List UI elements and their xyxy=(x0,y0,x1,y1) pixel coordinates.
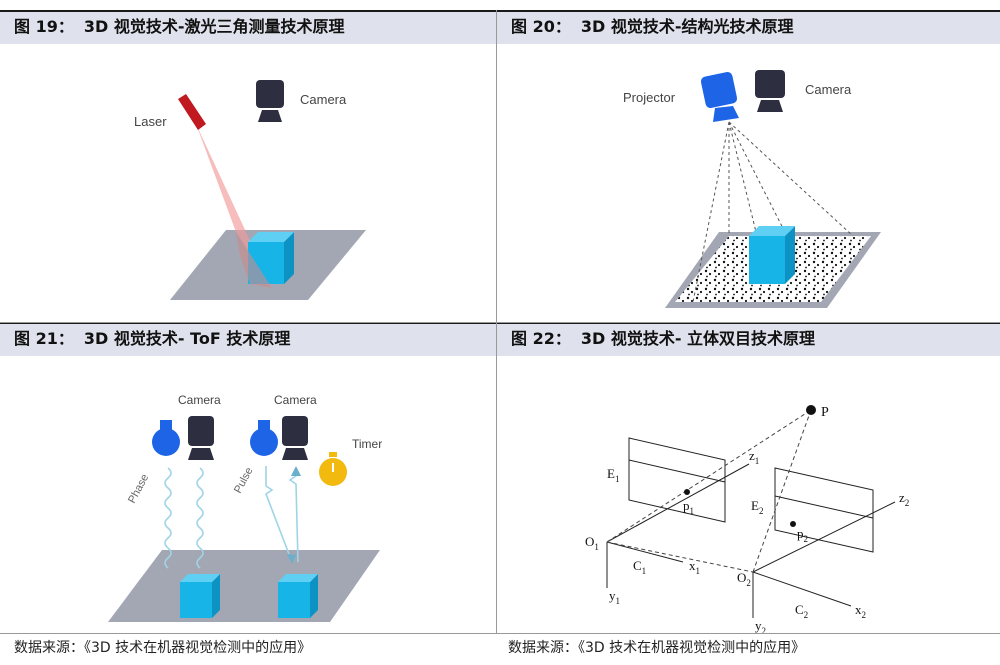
label-O2: O2 xyxy=(737,570,751,588)
camera-icon xyxy=(755,70,785,112)
pulse-bulb-icon xyxy=(250,420,278,456)
figure-20: 图 20： 3D 视觉技术-结构光技术原理 xyxy=(497,10,1000,322)
projection-rays xyxy=(606,409,812,573)
laser-triangulation-diagram: Laser Camera xyxy=(134,80,366,300)
cube-top xyxy=(749,226,795,236)
point-p1 xyxy=(684,489,690,495)
camera-label: Camera xyxy=(805,82,852,97)
camera-label: Camera xyxy=(300,92,347,107)
row-divider xyxy=(0,322,1000,323)
column-divider xyxy=(496,10,497,633)
projector-label: Projector xyxy=(623,90,676,105)
figure-20-title-text: 3D 视觉技术-结构光技术原理 xyxy=(580,17,794,36)
label-z2: z2 xyxy=(899,490,909,508)
figure-19-illustration: Laser Camera xyxy=(0,44,496,322)
camera-right-icon xyxy=(282,416,308,460)
left-cube-top xyxy=(180,574,220,582)
right-cube-front xyxy=(278,582,310,618)
figure-19-number: 图 19： xyxy=(14,17,74,36)
figure-20-title: 图 20： 3D 视觉技术-结构光技术原理 xyxy=(497,10,1000,44)
figure-22-number: 图 22： xyxy=(511,329,571,348)
figure-20-number: 图 20： xyxy=(511,17,571,36)
cube-side xyxy=(284,232,294,284)
label-p2: p2 xyxy=(797,526,808,544)
label-z1: z1 xyxy=(749,448,759,466)
figure-22-title: 图 22： 3D 视觉技术- 立体双目技术原理 xyxy=(497,322,1000,356)
laser-on-cube xyxy=(236,232,272,288)
phase-bulb-icon xyxy=(152,420,180,456)
laser-device-icon xyxy=(178,94,206,130)
figure-21: 图 21：3D 视觉技术- ToF 技术原理 Camer xyxy=(0,322,496,634)
timer-label: Timer xyxy=(352,437,382,451)
structured-light-diagram: Projector Camera xyxy=(623,70,881,308)
pulse-label: Pulse xyxy=(232,465,256,495)
projector-icon xyxy=(700,71,739,122)
phase-wave-return xyxy=(196,467,204,569)
figure-22-title-text: 3D 视觉技术- 立体双目技术原理 xyxy=(580,329,816,348)
pulse-arrow-up xyxy=(291,466,301,476)
phase-wave-out xyxy=(164,467,172,569)
label-x2: x2 xyxy=(855,602,866,620)
tof-diagram: Camera Phase Camera Pulse Timer xyxy=(108,393,382,622)
label-y2: y2 xyxy=(755,618,766,634)
cube-side xyxy=(785,226,795,284)
stereo-vision-diagram: P E1 E2 p1 p2 O1 O2 C1 C2 x1 x2 y1 y2 z1… xyxy=(585,405,909,634)
left-cube-side xyxy=(212,574,220,618)
bottom-divider xyxy=(0,633,1000,634)
figure-22: 图 22： 3D 视觉技术- 立体双目技术原理 xyxy=(497,322,1000,634)
camera-left-icon xyxy=(188,416,214,460)
figure-22-illustration: P E1 E2 p1 p2 O1 O2 C1 C2 x1 x2 y1 y2 z1… xyxy=(497,356,1000,634)
pulse-path-return xyxy=(288,468,299,563)
figure-21-number: 图 21： xyxy=(14,329,74,348)
pulse-arrow-down xyxy=(287,554,296,564)
pulse-path-out xyxy=(265,466,293,563)
z1-axis xyxy=(606,463,750,543)
figure-20-illustration: Projector Camera xyxy=(497,44,1000,322)
timer-icon xyxy=(319,452,347,486)
label-C2: C2 xyxy=(795,602,808,620)
x1-axis xyxy=(606,541,684,563)
epipolar-line-1 xyxy=(628,459,726,483)
right-cube-side xyxy=(310,574,318,618)
projection-lines xyxy=(692,121,854,303)
label-y1: y1 xyxy=(609,588,620,606)
left-cube-front xyxy=(180,582,212,618)
epipolar-line-2 xyxy=(774,495,874,519)
x2-axis xyxy=(752,571,852,607)
figure-19: 图 19： 3D 视觉技术-激光三角测量技术原理 Laser Camera xyxy=(0,10,496,322)
figure-21-title: 图 21： 3D 视觉技术- ToF 技术原理 xyxy=(0,322,496,356)
right-cube-top xyxy=(278,574,318,582)
source-note-right: 数据来源：《3D 技术在机器视觉检测中的应用》 xyxy=(508,640,806,656)
phase-label: Phase xyxy=(126,472,151,505)
figure-19-title: 图 19： 3D 视觉技术-激光三角测量技术原理 xyxy=(0,10,496,44)
label-P: P xyxy=(821,405,829,420)
figure-19-title-text: 3D 视觉技术-激光三角测量技术原理 xyxy=(83,17,345,36)
point-p2 xyxy=(790,521,796,527)
label-p1: p1 xyxy=(683,498,694,516)
image-plane-2 xyxy=(774,467,874,553)
image-plane-1 xyxy=(628,437,726,523)
label-O1: O1 xyxy=(585,534,599,552)
floor-plane xyxy=(108,550,380,622)
label-E2: E2 xyxy=(751,498,763,516)
figure-21-title-text: 3D 视觉技术- ToF 技术原理 xyxy=(83,329,291,348)
point-P xyxy=(806,405,816,415)
cube-front xyxy=(749,236,785,284)
figure-21-illustration: Camera Phase Camera Pulse Timer xyxy=(0,356,496,634)
camera-right-label: Camera xyxy=(274,393,317,407)
label-x1: x1 xyxy=(689,558,700,576)
cube-top xyxy=(248,232,294,242)
label-E1: E1 xyxy=(607,466,619,484)
camera-left-label: Camera xyxy=(178,393,221,407)
label-C1: C1 xyxy=(633,558,646,576)
camera-icon xyxy=(256,80,284,122)
laser-label: Laser xyxy=(134,114,167,129)
z2-axis xyxy=(752,501,896,573)
source-note-left: 数据来源：《3D 技术在机器视觉检测中的应用》 xyxy=(14,640,312,656)
